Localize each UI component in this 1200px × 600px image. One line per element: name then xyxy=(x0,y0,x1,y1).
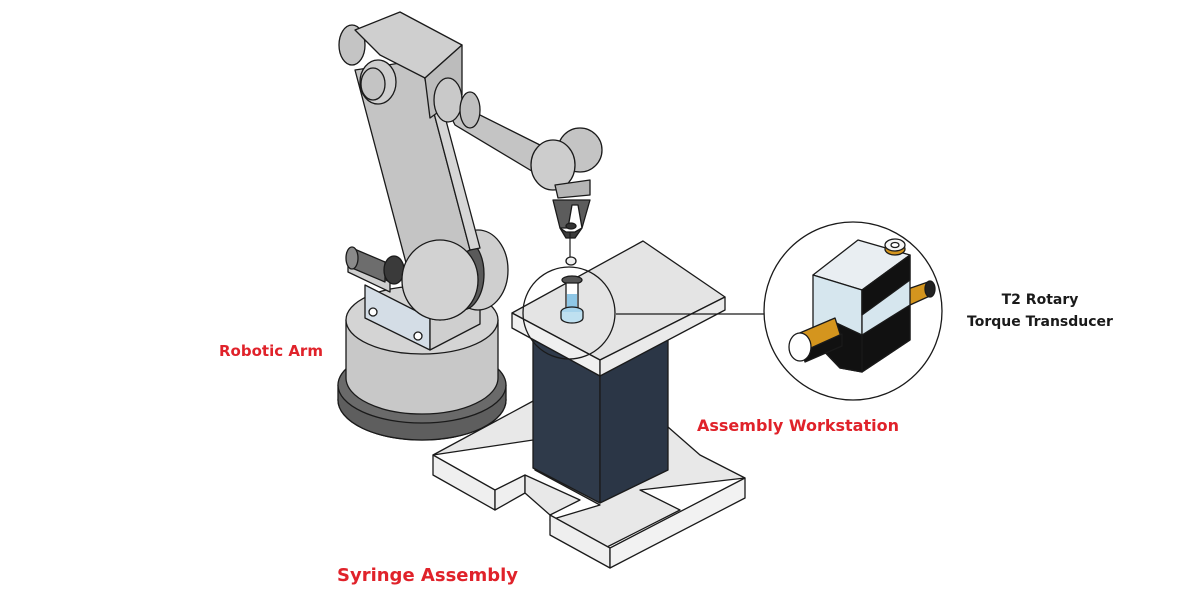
transducer-label-line2: Torque Transducer xyxy=(967,314,1113,330)
workstation-pedestal xyxy=(532,339,669,504)
assembly-workstation-label: Assembly Workstation xyxy=(697,416,899,435)
torque-transducer-illustration xyxy=(788,238,936,373)
robot-gripper xyxy=(552,199,591,266)
robotic-arm-label: Robotic Arm xyxy=(219,342,323,360)
robot-upper-arm xyxy=(338,11,603,199)
syringe xyxy=(560,275,584,324)
transducer-label-line1: T2 Rotary xyxy=(1001,292,1079,308)
transducer-label: T2 Rotary Torque Transducer xyxy=(960,289,1120,333)
syringe-assembly-label: Syringe Assembly xyxy=(337,565,519,586)
workstation-table xyxy=(511,240,726,377)
